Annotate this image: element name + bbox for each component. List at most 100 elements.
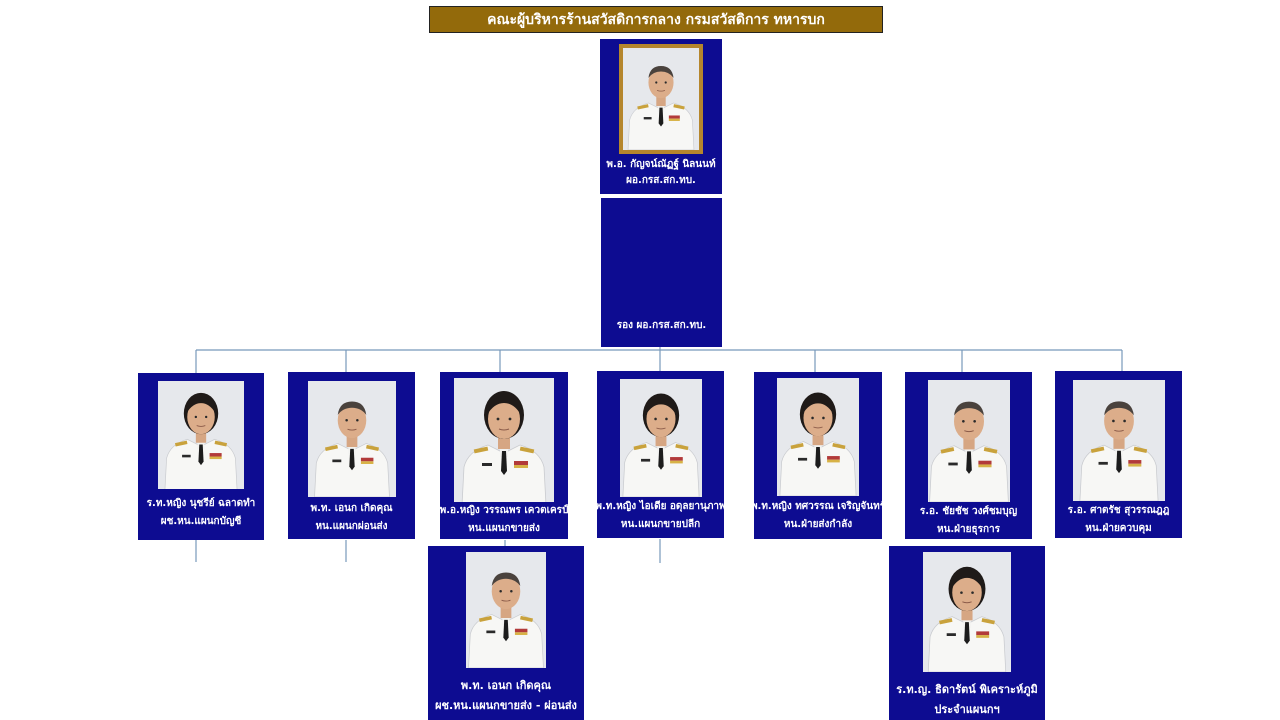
officer-portrait-icon [158,381,244,489]
manager-photo [777,378,859,496]
staff-card: พ.ท. เอนก เกิดคุณ ผช.หน.แผนกขายส่ง - ผ่อ… [428,546,584,720]
medal-ribbon [209,456,222,460]
shoulder-board [324,444,338,451]
officer-portrait-icon [927,380,1010,502]
deputy-position: รอง ผอ.กรส.สก.ทบ. [616,320,707,331]
manager-card: ร.ท.หญิง นุชรีย์ ฉลาดทำ ผช.หน.แผนกบัญชี [138,373,264,540]
manager-name: พ.ท. เอนก เกิดคุณ [310,503,393,514]
shoulder-board [832,442,846,450]
name-plate [640,458,650,462]
director-card: พ.อ. กัญจน์ณัฏฐ์ นิลนนท์ ผอ.กรส.สก.ทบ. [600,39,722,194]
medal-ribbon [669,460,683,464]
eye [508,417,512,421]
name-plate [947,462,958,466]
shoulder-board [673,104,685,110]
mouth [655,427,666,430]
medal-ribbon [827,459,840,463]
manager-card: ร.อ. ศาตรัช สุวรรณฎฎ หน.ฝ่ายควบคุม [1055,371,1182,538]
medal-ribbon [827,456,840,460]
officer-portrait-icon [454,378,554,502]
shoulder-board [520,615,534,622]
eye [1111,419,1115,423]
face [803,399,833,437]
necktie [198,444,204,466]
medal-ribbon [669,457,683,461]
neck [1112,435,1125,449]
staff-name: ร.ท.ญ. ธิดารัตน์ พิเคราะห์ภูมิ [896,683,1038,696]
face [488,399,520,439]
eye [961,419,965,423]
eye [510,590,513,593]
manager-position: หน.แผนกผ่อนส่ง [315,521,388,532]
shoulder-board [674,443,688,451]
necktie [657,447,664,470]
staff-photo [923,552,1011,672]
neck [195,430,207,443]
short-hair [648,66,674,78]
eye [664,81,667,84]
eye [655,81,658,84]
necktie [658,107,664,127]
manager-position: หน.ฝ่ายธุรการ [936,524,1001,535]
manager-name: พ.อ.หญิง วรรณพร เควตเครป์ [439,505,569,516]
manager-card: ร.อ. ชัยชัช วงศ์ชมบุญ หน.ฝ่ายธุรการ [905,372,1032,539]
manager-name: ร.อ. ชัยชัช วงศ์ชมบุญ [919,506,1018,517]
shoulder-board [1090,446,1104,453]
staff-name: พ.ท. เอนก เกิดคุณ [460,679,552,692]
manager-photo [454,378,554,502]
neck [961,607,973,621]
staff-position: ประจำแผนกฯ [934,703,1000,716]
name-plate [946,633,956,636]
eye [344,419,348,422]
neck [656,95,666,107]
manager-position: หน.แผนกขายปลีก [620,519,701,530]
short-hair [953,401,984,416]
eye [499,590,502,593]
face [187,399,215,435]
name-plate [643,117,652,120]
eye [960,591,963,594]
officer-portrait-icon [466,552,546,668]
white-uniform [1079,444,1158,501]
eye [496,417,500,421]
name-plate [1098,461,1108,465]
eye [1122,419,1126,423]
short-hair [1103,401,1134,416]
name-plate [182,454,191,458]
neck [962,436,975,450]
manager-name: พ.ท.หญิง ทศวรรณ เจริญจันทร์ [750,501,886,512]
manager-card: พ.ท. เอนก เกิดคุณ หน.แผนกผ่อนส่ง [288,372,415,539]
mouth [498,428,510,431]
hair-fringe [487,396,521,415]
manager-position: หน.ฝ่ายควบคุม [1085,523,1152,534]
shoulder-board [473,446,489,454]
eye [971,591,974,594]
officer-portrait-icon [923,552,1011,672]
shoulder-board [1133,446,1147,453]
manager-position: ผช.หน.แผนกบัญชี [160,516,242,527]
medal-ribbon [514,461,528,465]
mouth [963,430,974,433]
manager-name: ร.อ. ศาตรัช สุวรรณฎฎ [1067,505,1170,516]
medal-ribbon [514,465,528,468]
necktie [1115,450,1122,474]
necktie [501,451,507,475]
manager-card: พ.อ.หญิง วรรณพร เควตเครป์ หน.แผนกขายส่ง [440,372,568,539]
short-hair [337,401,366,415]
face [645,400,676,438]
officer-portrait-icon [1072,380,1165,501]
medal-ribbon [977,460,992,465]
neck [655,433,666,447]
mouth [813,426,823,429]
medal-ribbon [360,461,373,464]
medal-ribbon [976,631,990,636]
medal-ribbon [668,115,680,119]
eye [355,419,359,422]
eye [664,417,668,421]
medal-ribbon [1127,463,1141,467]
manager-photo [619,379,702,497]
officer-portrait-icon [777,378,859,496]
shoulder-board [981,618,995,625]
hair-fringe [802,397,834,415]
face [337,402,366,439]
